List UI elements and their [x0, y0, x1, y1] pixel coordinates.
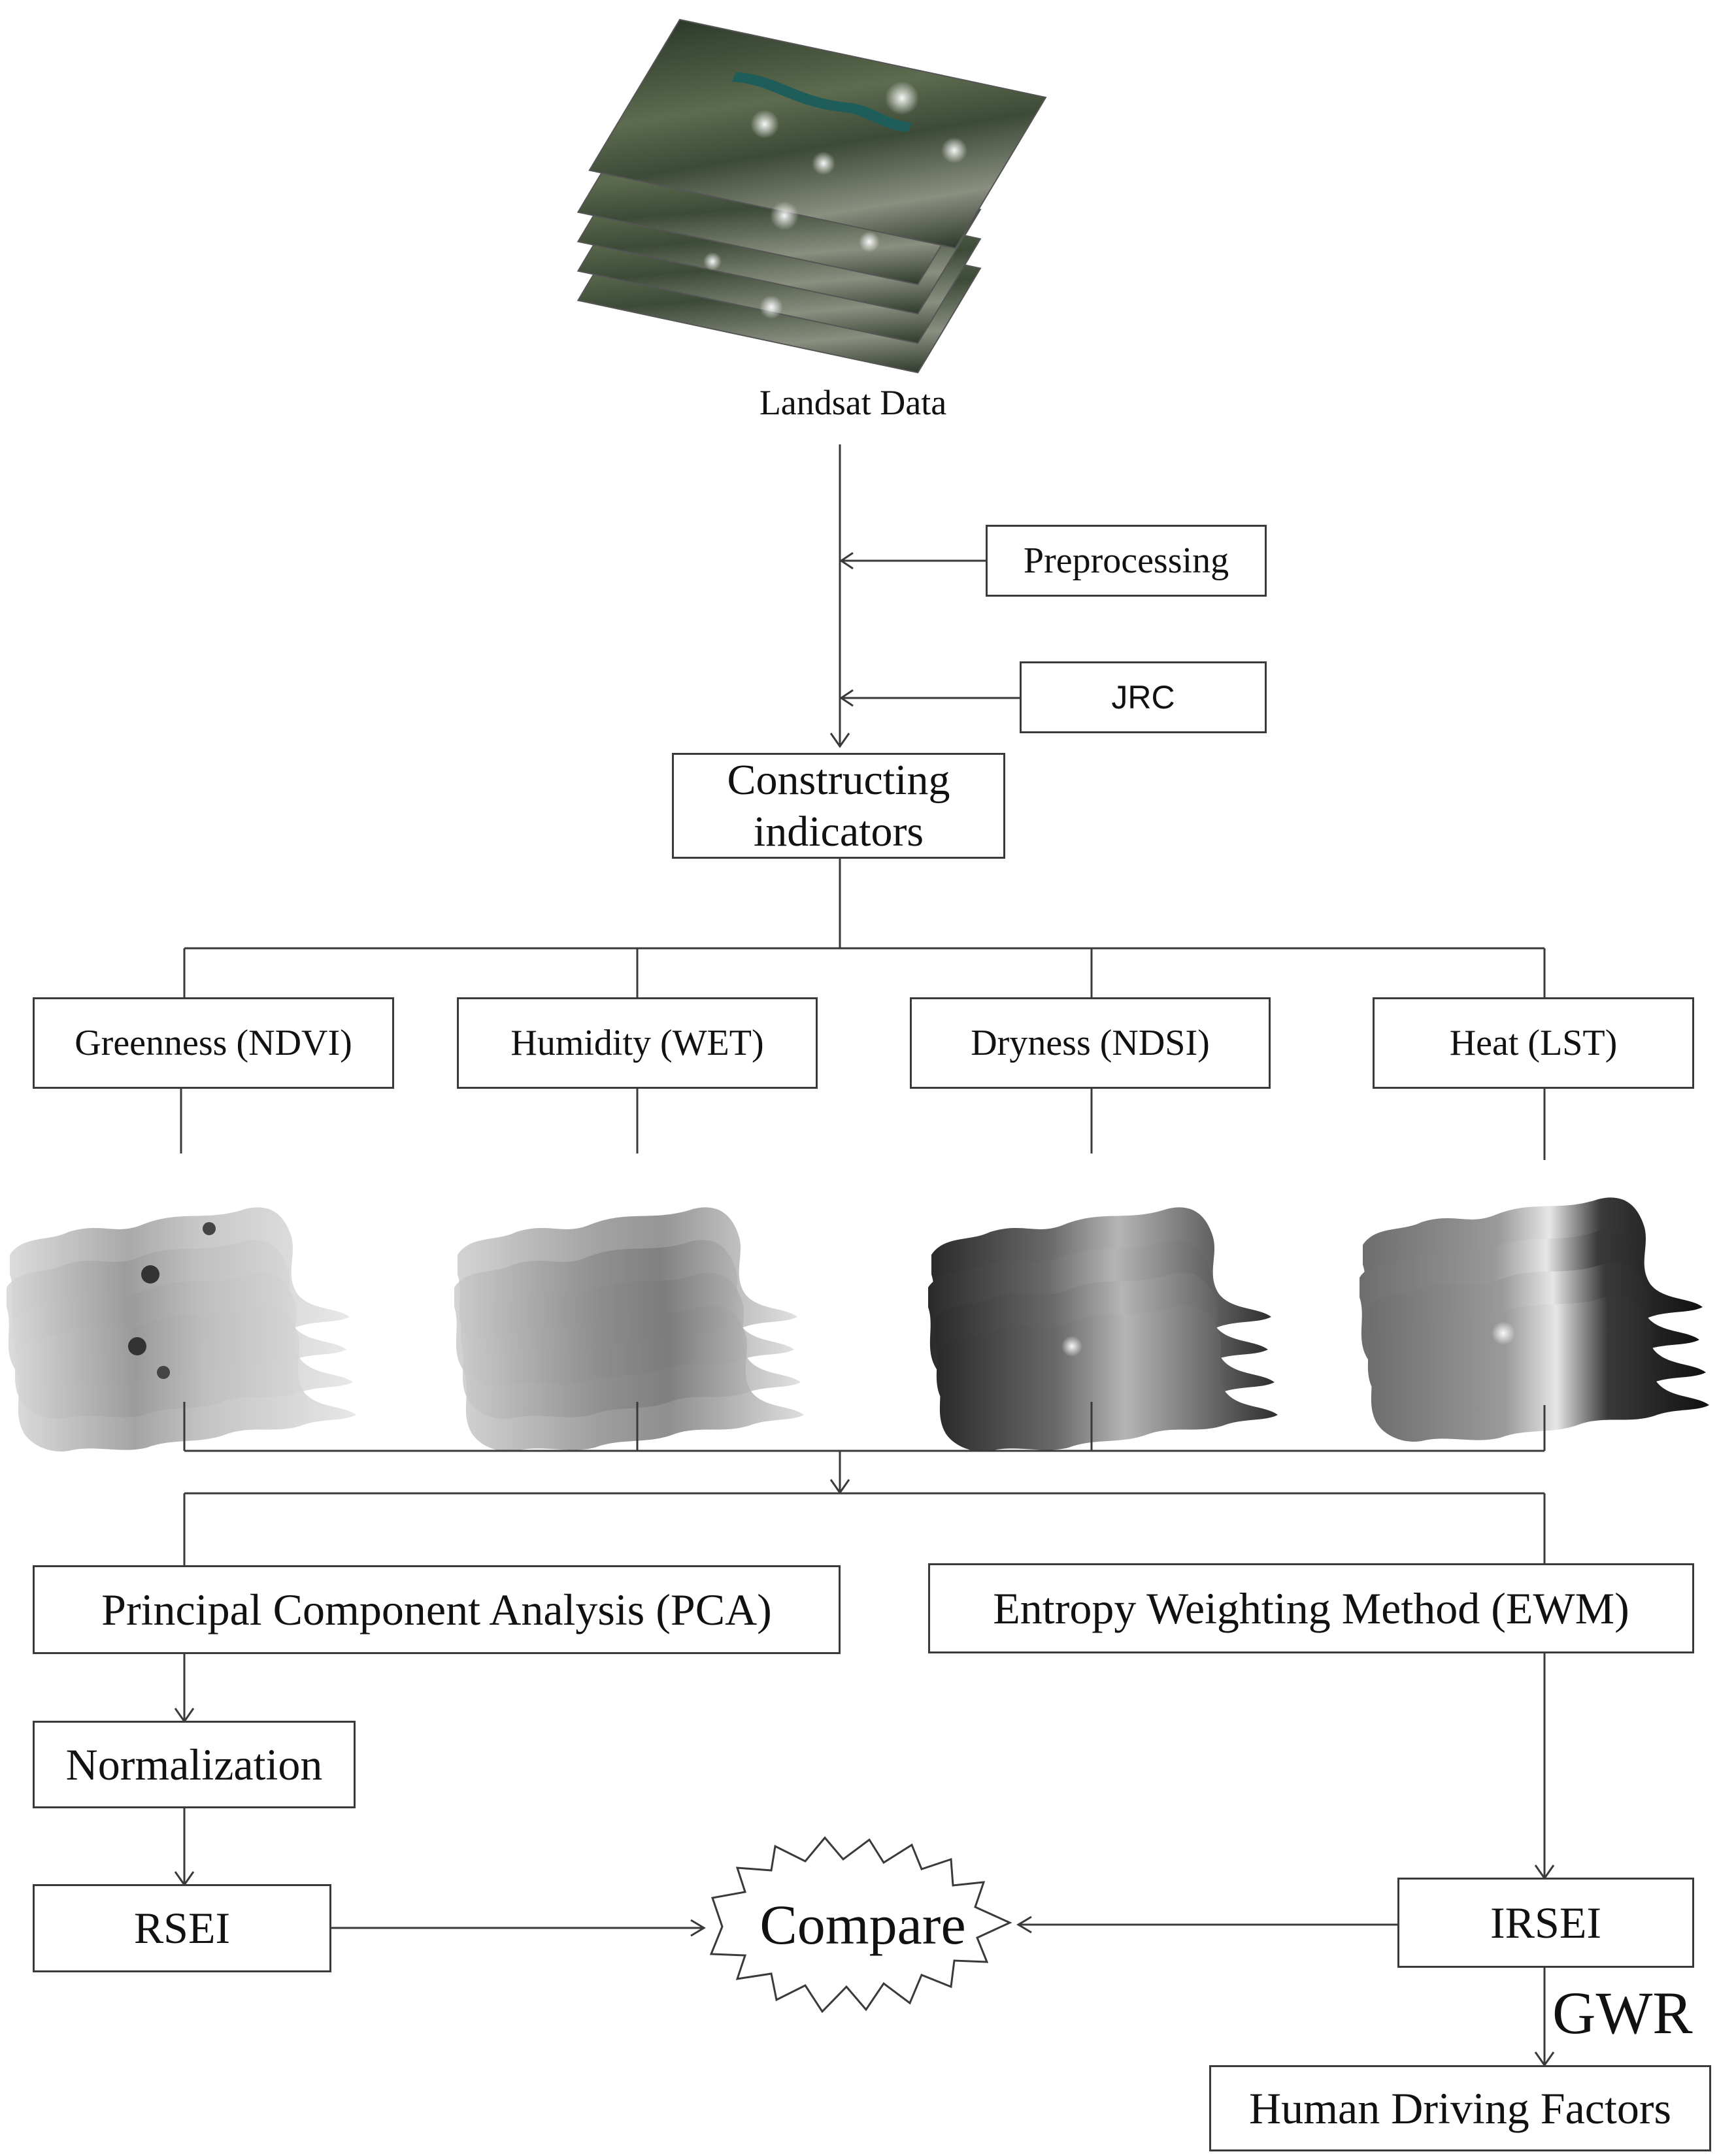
humidity-wet-box: Humidity (WET) — [457, 997, 818, 1089]
lst-raster-image — [1360, 1197, 1709, 1442]
ewm-label: Entropy Weighting Method (EWM) — [993, 1583, 1629, 1633]
heat-label: Heat (LST) — [1449, 1023, 1618, 1063]
greenness-ndvi-box: Greenness (NDVI) — [33, 997, 394, 1089]
compare-starburst — [709, 1836, 1012, 2014]
rsei-box: RSEI — [33, 1884, 331, 1972]
ewm-box: Entropy Weighting Method (EWM) — [928, 1563, 1694, 1653]
pca-label: Principal Component Analysis (PCA) — [101, 1584, 772, 1634]
wet-raster-image — [454, 1207, 804, 1451]
normalization-label: Normalization — [65, 1739, 323, 1789]
constructing-label-line2: indicators — [753, 808, 924, 855]
preprocessing-box: Preprocessing — [986, 525, 1267, 597]
dryness-label: Dryness (NDSI) — [971, 1023, 1210, 1063]
landsat-data-label: Landsat Data — [759, 383, 947, 422]
compare-label: Compare — [759, 1893, 966, 1956]
heat-lst-box: Heat (LST) — [1373, 997, 1694, 1089]
pca-box: Principal Component Analysis (PCA) — [33, 1565, 841, 1654]
landsat-image — [576, 18, 1047, 374]
jrc-box: JRC — [1020, 661, 1267, 733]
irsei-box: IRSEI — [1397, 1878, 1694, 1968]
irsei-label: IRSEI — [1490, 1897, 1601, 1948]
human-driving-factors-box: Human Driving Factors — [1209, 2065, 1711, 2151]
ndsi-raster-image — [928, 1207, 1278, 1451]
dryness-ndsi-box: Dryness (NDSI) — [910, 997, 1271, 1089]
humidity-label: Humidity (WET) — [510, 1023, 764, 1063]
constructing-label-line1: Constructing — [727, 755, 950, 804]
constructing-indicators-box: Constructing indicators — [672, 753, 1005, 859]
preprocessing-label: Preprocessing — [1023, 540, 1229, 581]
jrc-label: JRC — [1111, 679, 1175, 716]
normalization-box: Normalization — [33, 1721, 356, 1808]
gwr-label: GWR — [1552, 1980, 1693, 2046]
human-factors-label: Human Driving Factors — [1249, 2083, 1671, 2133]
ndvi-raster-image — [7, 1207, 356, 1451]
rsei-label: RSEI — [133, 1903, 231, 1953]
greenness-label: Greenness (NDVI) — [75, 1023, 352, 1063]
